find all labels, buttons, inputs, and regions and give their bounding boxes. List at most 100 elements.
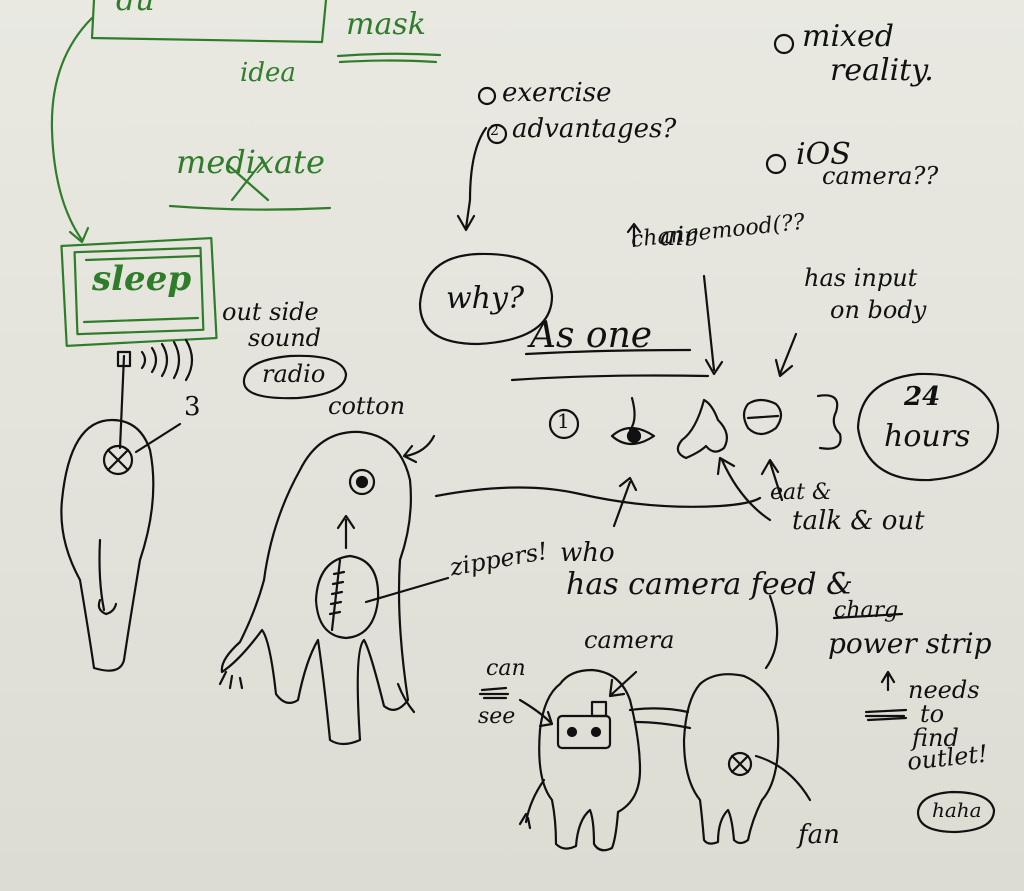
camera-question-text: camera??	[822, 162, 939, 190]
eye-sense-circle	[548, 408, 580, 440]
middle-creature-oval	[314, 554, 380, 640]
mask-text: mask	[346, 7, 426, 42]
fan-creature-body	[682, 673, 780, 845]
flow-arrow-curve	[50, 16, 94, 242]
on-body-text: on body	[830, 296, 927, 324]
outside-text: out side	[222, 298, 319, 326]
why-bracket	[456, 126, 488, 232]
exercise-text: exercise	[502, 78, 612, 108]
radio-antenna	[116, 350, 132, 450]
see-text: see	[478, 704, 516, 729]
flow-arrow-head	[68, 226, 90, 244]
camera-creature-arm	[518, 778, 546, 830]
eye-sense	[610, 396, 656, 446]
advantages-bullet	[486, 123, 508, 145]
meditate-underline	[168, 204, 332, 211]
mouth-sense	[742, 398, 783, 436]
left-creature-arm	[97, 538, 118, 616]
circle-one-text: 1	[557, 409, 570, 433]
fan-text: fan	[798, 820, 840, 850]
top-fragment-text: du	[116, 0, 155, 18]
to-text: to	[920, 700, 945, 728]
middle-creature-left-fingers	[218, 670, 244, 690]
creature-link-bottom	[634, 720, 692, 730]
fan-creature-dial	[727, 751, 753, 777]
charg-text: charg	[834, 598, 899, 623]
body-connector	[434, 486, 762, 508]
nose-sense	[676, 398, 729, 460]
exercise-bullet	[477, 86, 497, 106]
mixed-bullet	[773, 33, 795, 55]
as-one-text: As one	[530, 315, 653, 356]
as-one-upper-line	[524, 348, 692, 356]
radio-text: radio	[262, 360, 326, 388]
idea-box	[90, 0, 328, 44]
advantages-text: advantages?	[512, 114, 677, 144]
camera-feed-line	[764, 594, 779, 670]
why-text: why?	[446, 281, 525, 316]
reality-text: reality.	[830, 53, 934, 88]
air-text: air	[660, 222, 697, 252]
power-strip-text: power strip	[828, 627, 992, 660]
fan-dial-cross	[730, 754, 750, 774]
fan-cord	[754, 754, 812, 802]
cotton-arrow	[402, 434, 436, 464]
camera-label-pointer	[608, 670, 638, 698]
eye-sense-pupil	[626, 428, 642, 444]
power-strip-crossout	[864, 708, 908, 722]
meditate-cross	[226, 160, 270, 202]
middle-creature-pupil	[355, 475, 369, 489]
has-input-text: has input	[804, 264, 918, 292]
radio-pointer	[134, 422, 182, 454]
cotton-text: cotton	[328, 392, 406, 420]
meditate-text: medixate	[176, 143, 325, 181]
talk-out-text: talk & out	[792, 506, 925, 536]
camera-lens-right	[590, 726, 602, 738]
camera-small	[590, 700, 608, 718]
hours-circle	[856, 372, 1000, 482]
eat-text: eat &	[770, 480, 832, 505]
changemood-arrow	[702, 274, 724, 376]
mask-underline	[336, 52, 442, 58]
senses-arrow-3	[760, 458, 784, 502]
air-arrow	[626, 222, 642, 248]
zipper-up-arrow	[336, 514, 356, 550]
sleep-text: sleep	[92, 259, 192, 299]
can-scribble	[478, 686, 510, 700]
haha-ellipse	[916, 790, 996, 834]
as-one-underline	[510, 374, 710, 382]
radio-dial-cross	[106, 448, 130, 472]
can-see-arrow	[518, 698, 554, 728]
power-strip-arrow	[880, 670, 896, 692]
haha-text: haha	[932, 798, 982, 822]
middle-creature-right-arm	[396, 682, 416, 714]
camera-lens-left	[566, 726, 578, 738]
left-creature-body	[60, 418, 155, 672]
sound-waves	[140, 338, 194, 382]
zippers-pointer	[364, 576, 450, 604]
camera-feed-text: has camera feed &	[566, 567, 853, 602]
charg-strikethrough	[832, 612, 904, 620]
camera-creature-body	[538, 668, 642, 852]
idea-text: idea	[240, 58, 296, 88]
find-text: find	[912, 724, 959, 752]
middle-creature-body	[220, 430, 412, 746]
can-text: can	[486, 656, 526, 681]
creature-link-top	[628, 707, 690, 714]
ios-text: iOS	[796, 137, 851, 172]
circle-two-text: 2	[490, 123, 499, 139]
camera-text: camera	[584, 626, 675, 654]
sleep-box-inner	[73, 246, 205, 336]
ear-glyph-text: 3	[184, 392, 201, 422]
input-arrow	[774, 332, 798, 378]
hours-24-text: 24	[904, 382, 941, 412]
ios-bullet	[765, 153, 787, 175]
sleep-box-shading	[82, 254, 202, 324]
needs-text: needs	[908, 676, 980, 704]
mixed-text: mixed	[802, 19, 894, 54]
middle-creature-eye	[348, 468, 376, 496]
who-text: who	[560, 538, 615, 568]
hours-text: hours	[884, 419, 971, 454]
